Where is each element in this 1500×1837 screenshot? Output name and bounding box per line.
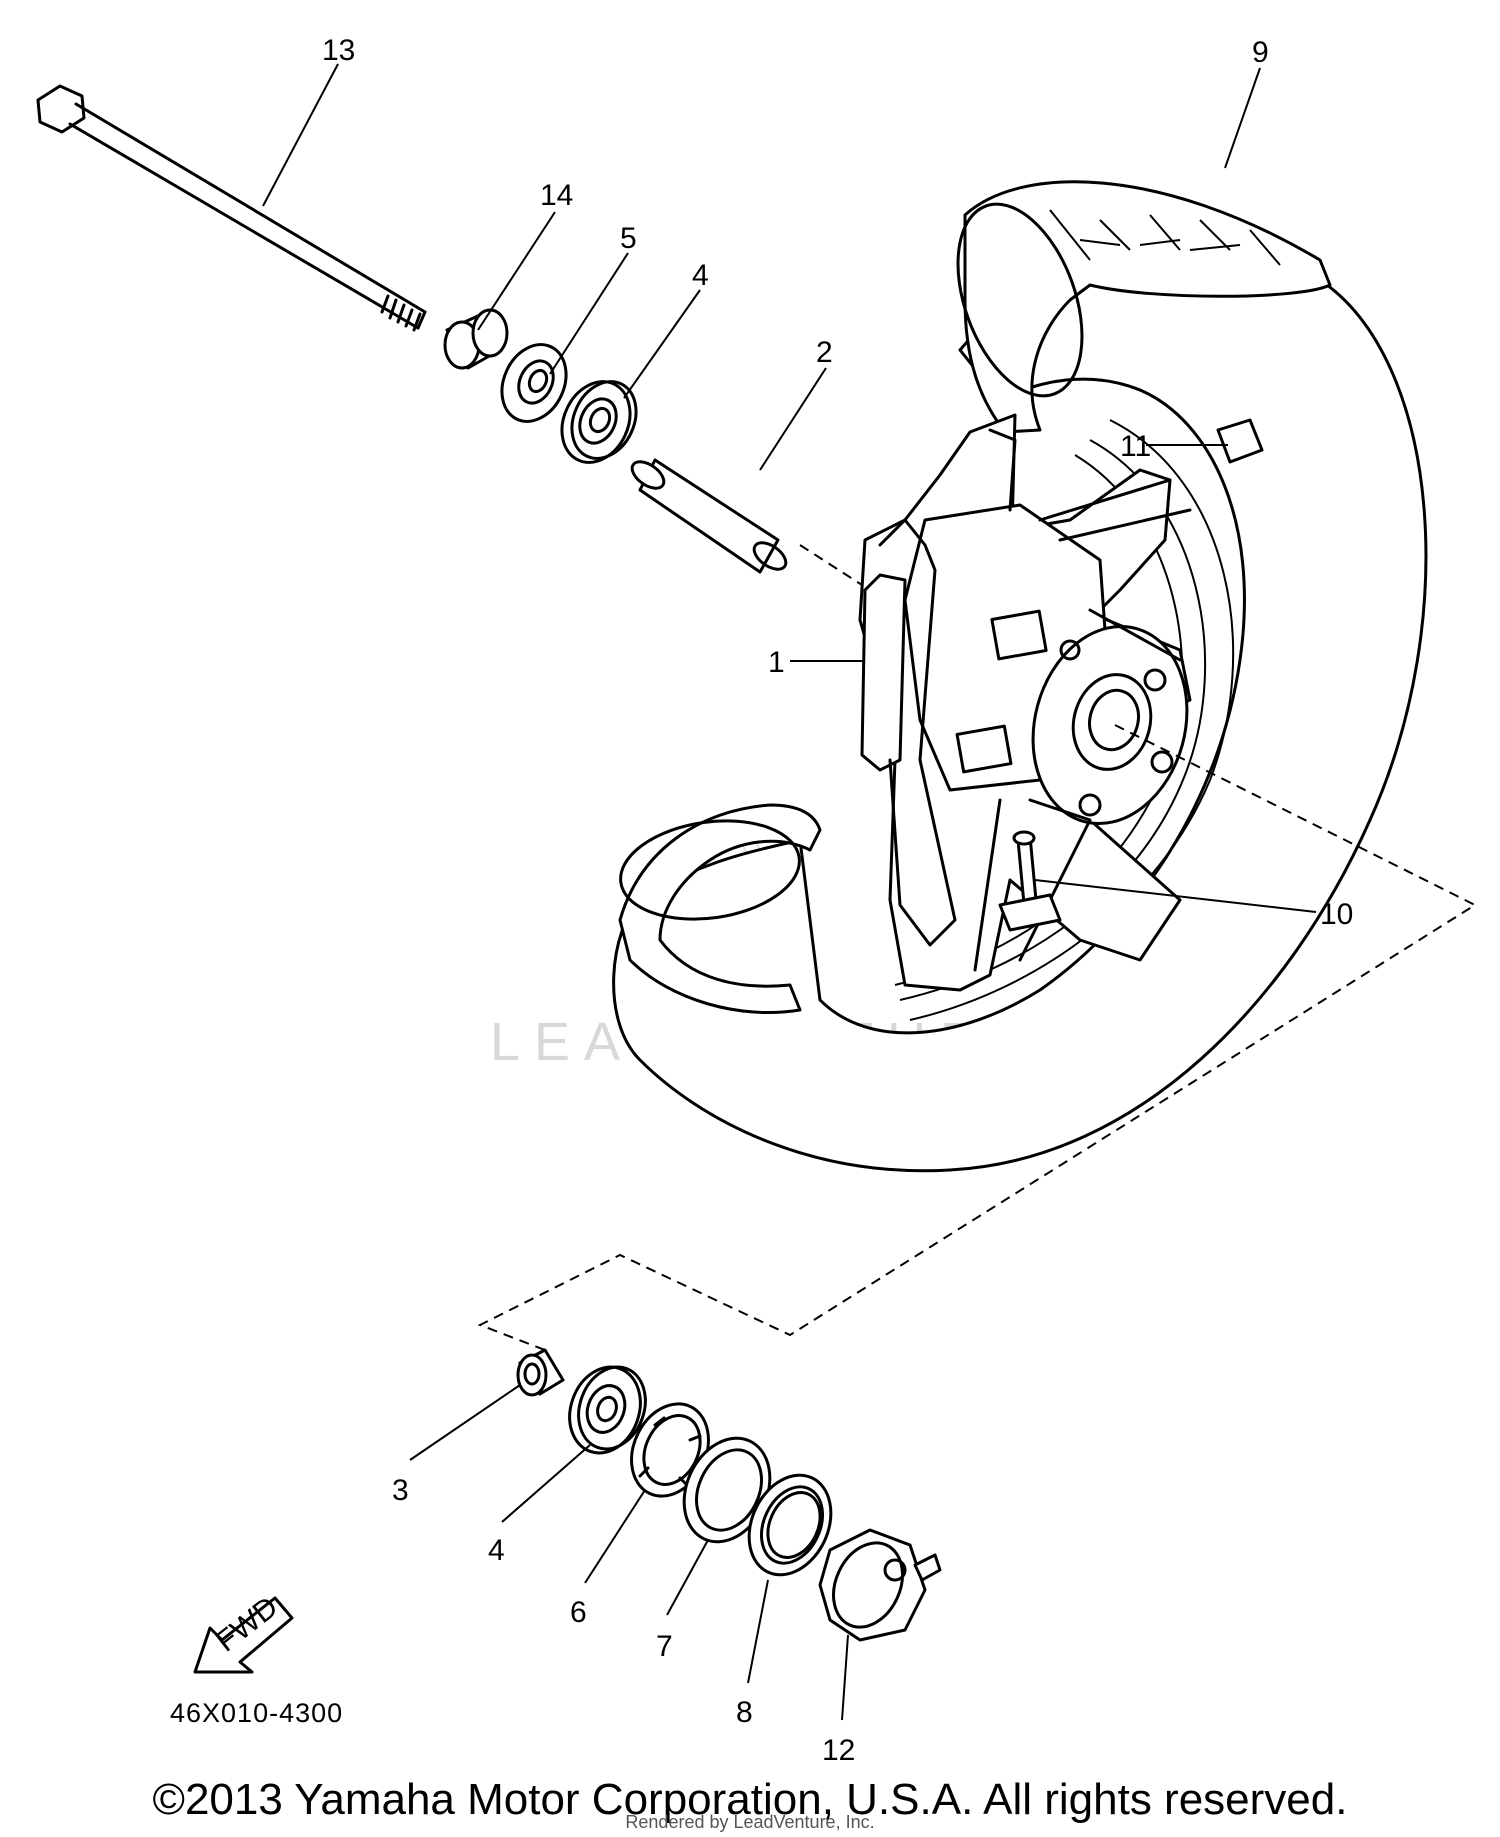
wheel-part-1 (858, 413, 1192, 992)
assembly-guide-lines (477, 544, 1478, 1351)
callout-4-lower: 4 (488, 1534, 505, 1567)
collar-part-3 (516, 1348, 565, 1397)
callout-6: 6 (570, 1596, 587, 1629)
leader-lines (262, 63, 1317, 1721)
collar-part-14 (443, 308, 509, 370)
copyright-notice: ©2013 Yamaha Motor Corporation, U.S.A. A… (152, 1775, 1348, 1824)
callout-8: 8 (736, 1696, 753, 1729)
callout-1: 1 (768, 646, 785, 679)
callout-9: 9 (1252, 36, 1269, 69)
callout-2: 2 (816, 336, 833, 369)
callout-10: 10 (1320, 898, 1353, 931)
oil-seal-part-5 (500, 343, 568, 423)
washer-part-7 (682, 1436, 772, 1544)
callout-7: 7 (656, 1630, 673, 1663)
bearing-part-4-lower (568, 1365, 647, 1455)
callout-14: 14 (540, 179, 573, 212)
callout-13: 13 (322, 34, 355, 67)
fwd-arrow-icon: FWD (193, 1590, 294, 1674)
callout-4-upper: 4 (692, 259, 709, 292)
meter-gear-part-12 (818, 1528, 942, 1642)
bearing-part-4-upper (560, 380, 638, 464)
balance-weight-part-11 (1216, 418, 1264, 464)
valve-part-10 (998, 830, 1062, 932)
callout-12: 12 (822, 1734, 855, 1767)
callout-3: 3 (392, 1474, 409, 1507)
oil-seal-part-8 (747, 1473, 833, 1577)
axle-part-13 (36, 84, 427, 332)
spacer-part-2 (630, 458, 788, 574)
diagram-part-code: 46X010-4300 (170, 1698, 343, 1728)
callout-5: 5 (620, 222, 637, 255)
tire-part-9 (612, 180, 1428, 1173)
rendered-by-notice: Rendered by LeadVenture, Inc. (625, 1812, 875, 1832)
callout-11: 11 (1120, 430, 1151, 463)
callout-labels: 13 9 14 5 4 2 11 1 10 3 4 6 7 8 12 (322, 34, 1353, 1767)
